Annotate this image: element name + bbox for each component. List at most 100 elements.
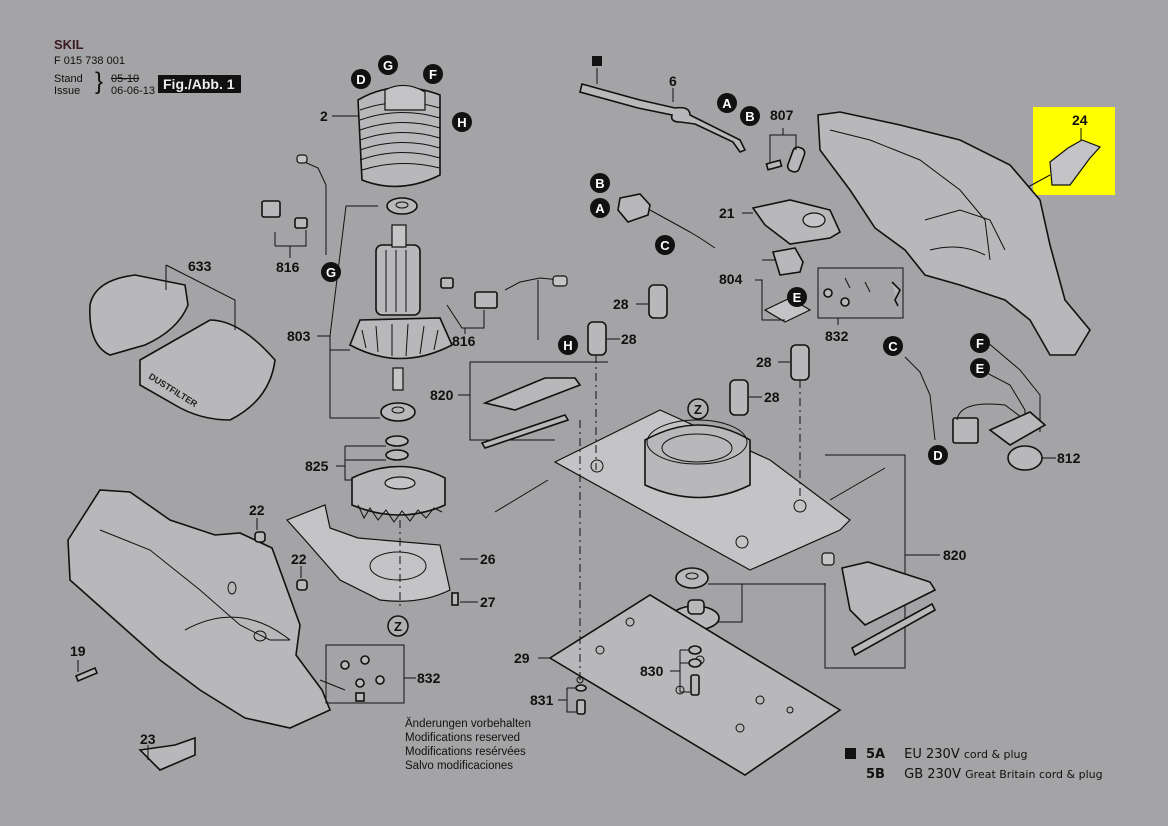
part-807-strain-relief[interactable] [765,146,806,174]
label-804: 804 [719,271,743,287]
part-804-switch[interactable] [763,247,812,323]
label-812: 812 [1057,450,1081,466]
cord-variant-legend: 5A EU 230V cord & plug 5B GB 230V Great … [845,745,1103,785]
part-main-plate[interactable] [553,409,851,571]
part-19-screw[interactable] [74,666,99,683]
part-830-screw-set[interactable] [688,645,702,696]
part-831-screw[interactable] [575,684,587,715]
callout-C-mid: C [655,235,675,255]
svg-text:E: E [976,361,985,376]
part-2-stator[interactable] [357,84,441,188]
svg-text:Z: Z [694,402,702,417]
part-terminal-block[interactable] [617,193,716,249]
label-831: 831 [530,692,554,708]
svg-text:D: D [933,448,942,463]
label-29: 29 [514,650,530,666]
callout-B-top: B [740,106,760,126]
svg-text:A: A [595,201,605,216]
label-832-upper: 832 [825,328,849,344]
figure-label: Fig./Abb. 1 [158,75,241,93]
callout-H-lower: H [558,335,578,355]
note-fr: Modifications resérvées [405,746,526,758]
part-820-left-guide[interactable] [480,377,582,449]
part-825-washers[interactable] [385,435,409,461]
legend-desc: Great Britain cord & plug [965,768,1103,781]
callout-H: H [452,112,472,132]
part-28-bumper-d[interactable] [729,379,749,416]
svg-text:G: G [326,265,336,280]
label-24: 24 [1072,112,1088,128]
stand-label: Stand [54,73,83,85]
callout-D: D [351,69,371,89]
part-803-armature[interactable] [348,197,454,422]
part-22-bumper-lower[interactable] [296,579,308,591]
part-820-right-guide[interactable] [821,552,937,657]
label-832-lower: 832 [417,670,441,686]
label-26: 26 [480,551,496,567]
part-base-plate[interactable] [285,504,451,602]
part-816-right-brushes[interactable] [440,275,568,340]
legend-code: 5A [866,747,886,762]
svg-text:H: H [563,338,572,353]
label-830: 830 [640,663,664,679]
issue-date: 06-06-13 [111,85,156,97]
part-bearing[interactable] [675,567,709,589]
part-number: F 015 738 001 [54,55,125,67]
label-28-c: 28 [756,354,772,370]
callout-D-right: D [928,445,948,465]
label-807: 807 [770,107,794,123]
callout-E-mid: E [787,287,807,307]
stand-issue-labels: Stand Issue [54,73,83,97]
part-fan-wheel[interactable] [351,465,446,523]
label-820-right: 820 [943,547,967,563]
part-24-switch-knob[interactable] [1049,139,1102,186]
callout-Z-plate: Z [687,398,709,420]
callout-F-right: F [970,333,990,353]
callout-A-top: A [717,93,737,113]
part-23-lever[interactable] [138,736,196,771]
part-633-dust-filter[interactable]: DUSTFILTER [89,274,276,421]
part-21-switch-cover[interactable] [751,199,842,245]
legend-row-5B: 5B GB 230V Great Britain cord & plug [845,765,1103,785]
label-28-d: 28 [764,389,780,405]
callout-C-right: C [883,336,903,356]
part-816-left-brushes[interactable] [261,154,327,255]
svg-text:Z: Z [394,619,402,634]
part-27-screw[interactable] [451,592,459,606]
note-en: Modifications reserved [405,732,521,744]
brace-symbol: } [95,68,104,95]
part-6-cord[interactable] [579,83,747,153]
callout-Z-left: Z [387,615,409,637]
label-21: 21 [719,205,735,221]
label-19: 19 [70,643,86,659]
svg-text:B: B [745,109,754,124]
legend-desc: cord & plug [963,748,1028,761]
part-left-housing[interactable] [67,489,332,729]
part-28-bumper-a[interactable] [648,284,668,319]
svg-text:F: F [429,67,437,82]
note-de: Änderungen vorbehalten [405,718,531,730]
cord-variant-marker [592,56,602,66]
part-812-capacitor[interactable] [904,341,1047,471]
svg-text:H: H [457,115,466,130]
part-28-bumper-b[interactable] [587,321,607,356]
label-633: 633 [188,258,212,274]
label-816-right: 816 [452,333,476,349]
part-top-housing[interactable] [817,111,1091,356]
callout-B-mid: B [590,173,610,193]
part-22-bumper-upper[interactable] [254,531,266,543]
part-28-bumper-c[interactable] [790,344,810,381]
label-803: 803 [287,328,311,344]
label-820-left: 820 [430,387,454,403]
revision-dates: 05-10 06-06-13 [111,73,155,97]
note-es: Salvo modificaciones [405,760,514,772]
issue-label: Issue [54,85,81,97]
part-832-lower-clips[interactable] [319,655,385,702]
svg-text:G: G [383,58,393,73]
modification-notes: Änderungen vorbehalten Modifications res… [405,717,531,773]
callout-F: F [423,64,443,84]
label-27: 27 [480,594,496,610]
part-832-upper-clips[interactable] [823,277,901,307]
svg-text:A: A [722,96,732,111]
